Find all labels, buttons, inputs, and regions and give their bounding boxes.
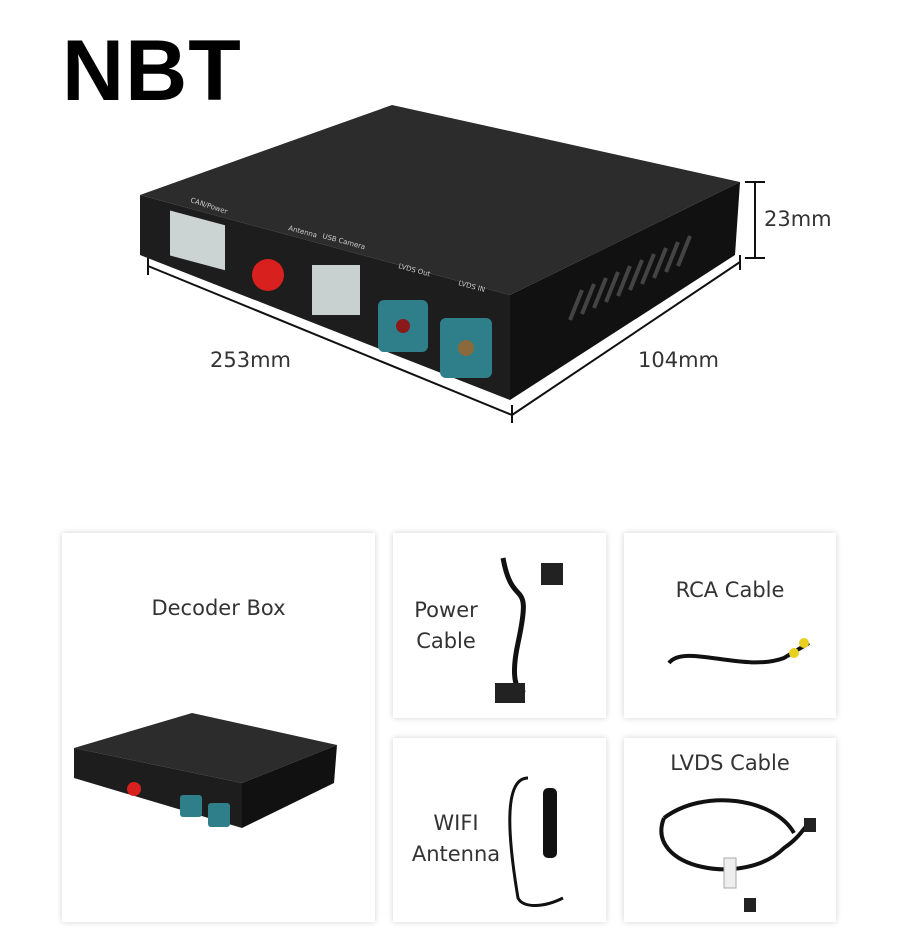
card-wifi-antenna: WIFI Antenna — [393, 738, 606, 922]
decoder-box-thumbnail — [74, 713, 337, 828]
width-dimension: 104mm — [638, 348, 719, 372]
box-side — [510, 182, 740, 400]
power-cable-image — [495, 557, 563, 703]
box-top — [140, 105, 740, 295]
height-dimension: 23mm — [764, 207, 832, 231]
card-label-line1: WIFI — [433, 811, 479, 835]
vent-slots — [568, 235, 692, 321]
card-label: RCA Cable — [675, 578, 785, 602]
card-power-cable: Power Cable — [393, 533, 606, 718]
card-label: LVDS Cable — [670, 751, 790, 775]
card-label-line2: Antenna — [411, 842, 501, 866]
antenna-connector — [252, 259, 284, 291]
usb-camera-connector — [312, 265, 360, 315]
lvds-cable-image — [659, 798, 816, 912]
length-dimension: 253mm — [210, 348, 291, 372]
rca-cable-image — [667, 638, 811, 665]
product-title: NBT — [62, 23, 242, 119]
card-decoder-box: Decoder Box — [62, 533, 375, 922]
card-rca-cable: RCA Cable — [624, 533, 836, 718]
can-power-connector — [170, 210, 225, 271]
dimension-lines — [147, 181, 765, 423]
card-lvds-cable: LVDS Cable — [624, 738, 836, 922]
card-label-line2: Cable — [416, 629, 476, 653]
wifi-antenna-image — [508, 776, 564, 907]
card-label-line1: Power — [414, 598, 478, 622]
card-label: Decoder Box — [151, 596, 286, 620]
